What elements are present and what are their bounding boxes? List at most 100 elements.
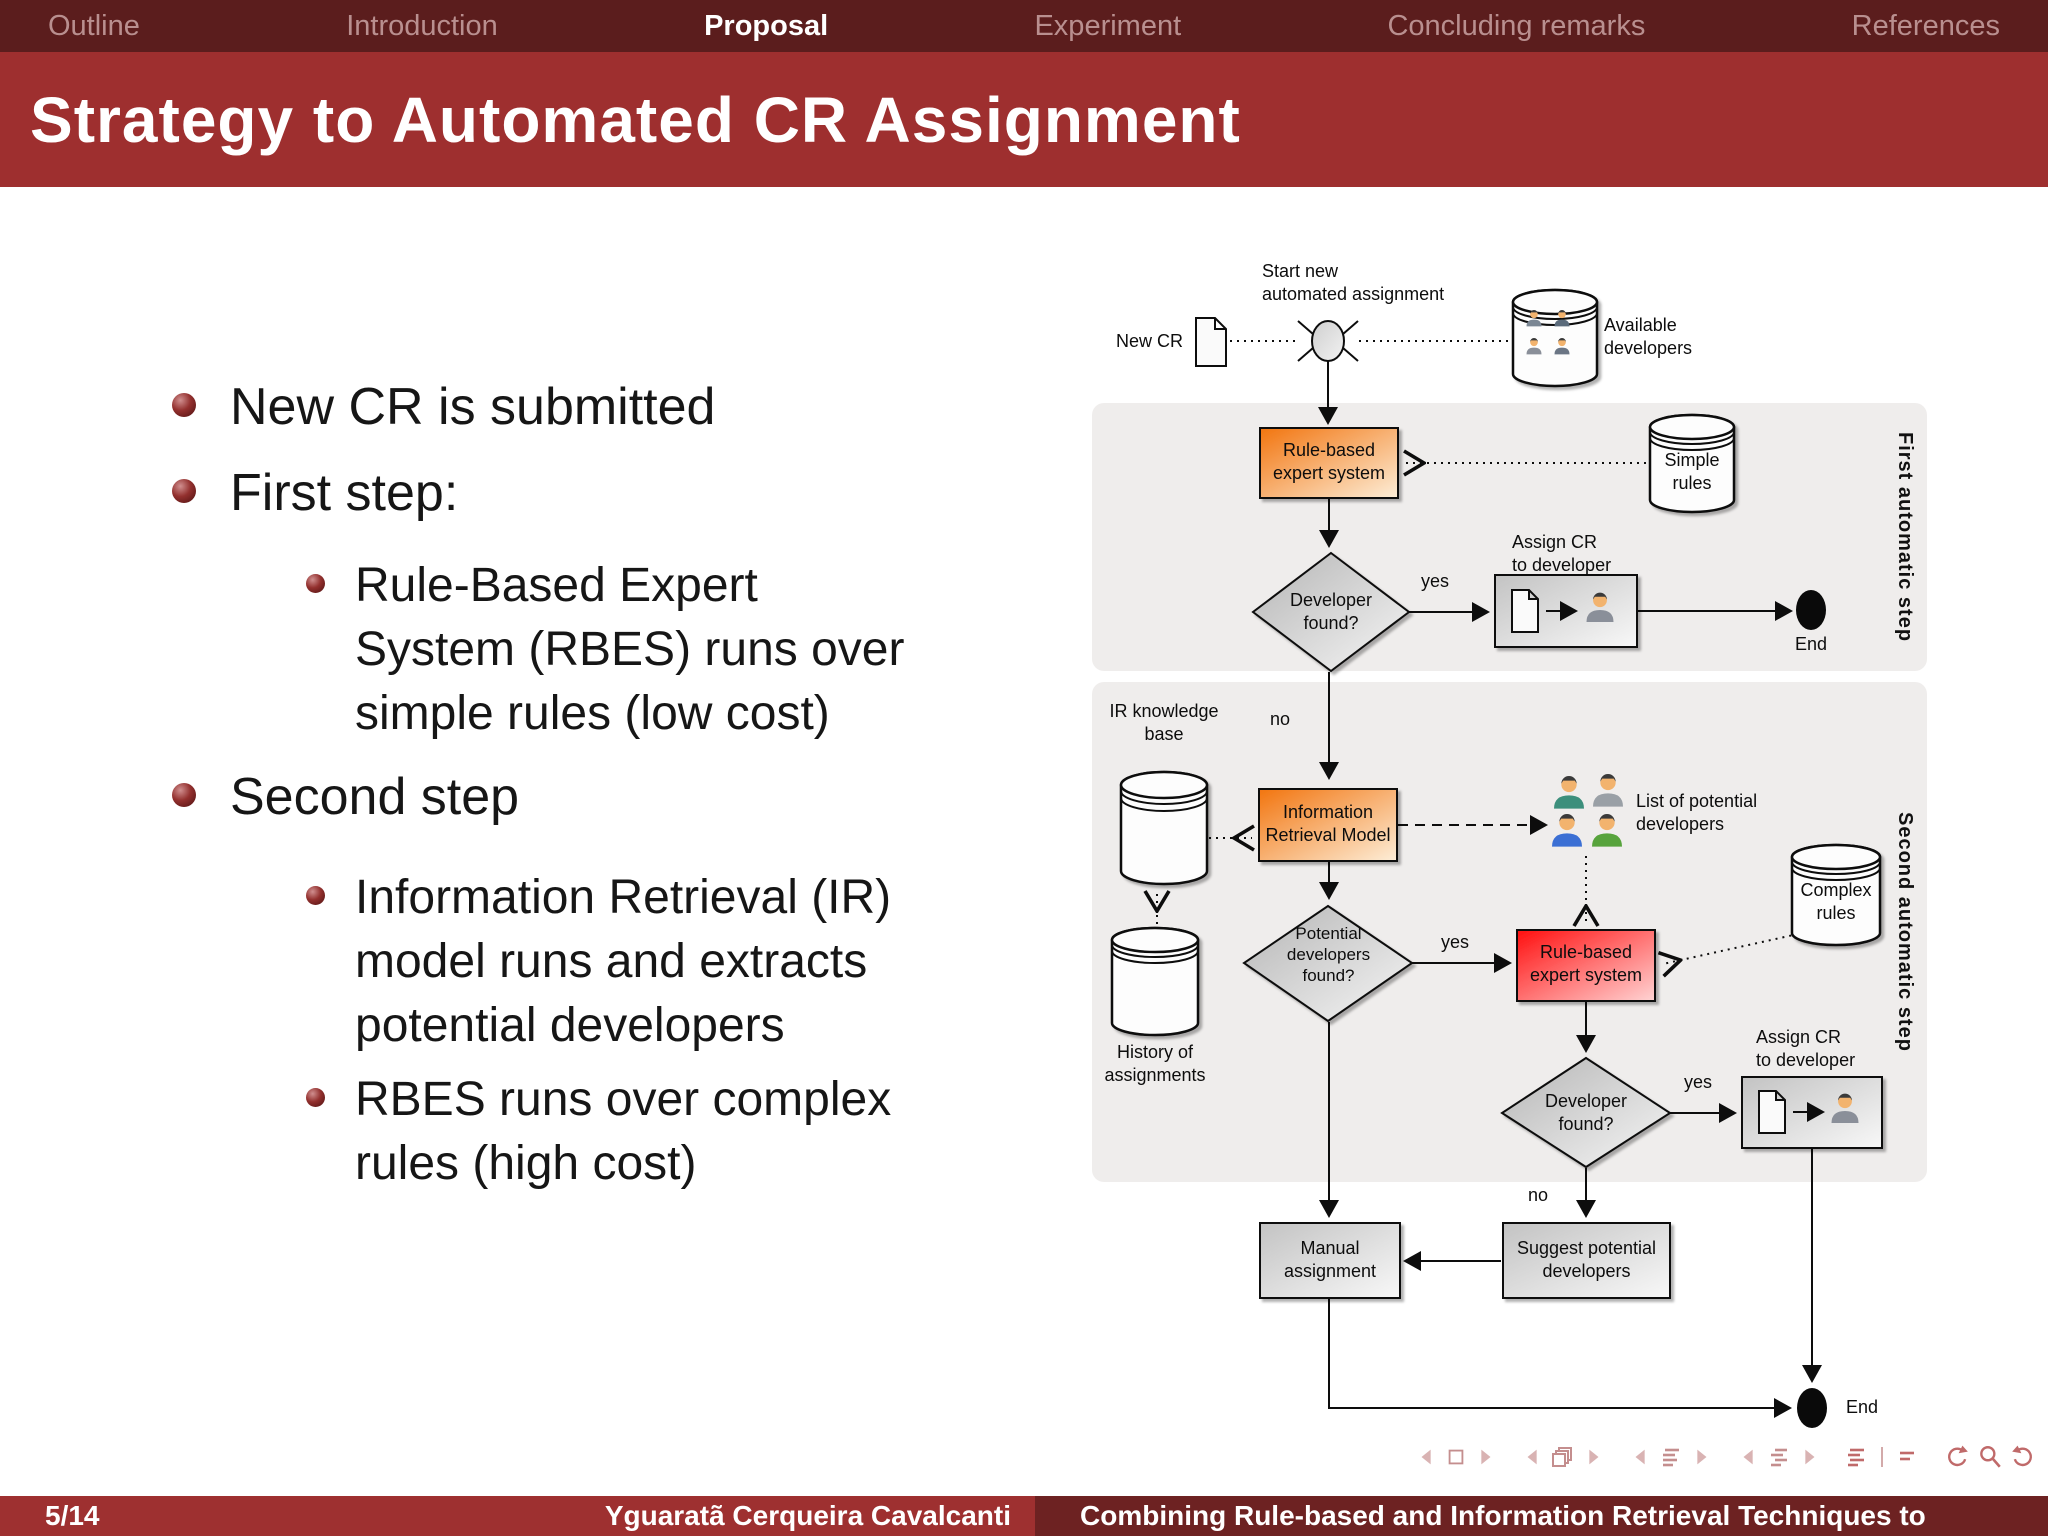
- beamer-navigation-symbols: [1390, 1444, 2036, 1470]
- nav-item-references[interactable]: References: [1851, 9, 2000, 42]
- prev-subsection-icon[interactable]: [1630, 1446, 1652, 1468]
- document-outline-icon[interactable]: [1846, 1445, 1870, 1469]
- next-section-icon[interactable]: [1798, 1446, 1820, 1468]
- assign-cr1-label: Assign CR to developer: [1512, 532, 1612, 575]
- start-node: [1311, 320, 1345, 362]
- slide-title: Strategy to Automated CR Assignment: [30, 83, 1241, 156]
- information-retrieval-model-node: [1258, 788, 1398, 862]
- manual-assignment-node: [1259, 1222, 1401, 1299]
- start-gateway-cross: [1297, 320, 1359, 362]
- available-developers-database-icon: [1511, 288, 1599, 388]
- bullet-subitem: Rule-Based Expert System (RBES) runs ove…: [306, 554, 904, 746]
- manual-assignment-label: Manual assignment: [1283, 1238, 1377, 1281]
- page-number: 5/14: [45, 1500, 100, 1531]
- footer-title-bar: Combining Rule-based and Information Ret…: [1035, 1496, 2048, 1536]
- new-cr-label: New CR: [1116, 331, 1184, 351]
- section-icon[interactable]: [1767, 1445, 1791, 1469]
- end1-label: End: [1794, 634, 1828, 654]
- complex-rules-database-icon: [1790, 843, 1882, 947]
- suggest-potential-developers-label: Suggest potential developers: [1516, 1238, 1657, 1281]
- yes-label: yes: [1421, 571, 1450, 591]
- nav-item-outline[interactable]: Outline: [48, 9, 140, 42]
- ir-knowledge-base-label: IR knowledge base: [1109, 701, 1219, 744]
- bullet-text: Information Retrieval (IR) model runs an…: [355, 871, 892, 1052]
- complex-rules-label: Complex rules: [1800, 880, 1872, 923]
- prev-slide-icon[interactable]: [1416, 1446, 1438, 1468]
- prev-frame-icon[interactable]: [1522, 1446, 1544, 1468]
- developer-found1-decision: [1251, 551, 1411, 673]
- footer-author: Yguaratã Cerqueira Cavalcanti: [604, 1500, 1011, 1531]
- bullet-ball-icon: [306, 574, 325, 593]
- bullet-item: New CR is submitted: [172, 378, 715, 436]
- bullet-subitem: Information Retrieval (IR) model runs an…: [306, 866, 891, 1058]
- frame-icon[interactable]: [1551, 1445, 1575, 1469]
- connector-manual-end2: [1328, 1298, 1792, 1418]
- first-automatic-step-label: First automatic step: [1894, 431, 1916, 643]
- slide-title-bar: Strategy to Automated CR Assignment: [0, 52, 2048, 187]
- bullet-text: Second step: [230, 768, 520, 826]
- next-frame-icon[interactable]: [1582, 1446, 1604, 1468]
- no-label: no: [1270, 709, 1291, 729]
- end-node-2: [1797, 1388, 1827, 1428]
- nav-item-introduction[interactable]: Introduction: [346, 9, 498, 42]
- developer-found1-label: Developer found?: [1289, 590, 1373, 633]
- potential-developers-found-decision: [1242, 904, 1414, 1023]
- connectors: [1157, 320, 1822, 1418]
- no-label: no: [1528, 1185, 1549, 1205]
- bullet-text: RBES runs over complex rules (high cost): [355, 1073, 892, 1190]
- forward-history-icon[interactable]: [2010, 1444, 2036, 1470]
- footer-author-bar: 5/14 Yguaratã Cerqueira Cavalcanti: [0, 1496, 1035, 1536]
- ir-knowledge-base-database-icon: [1119, 770, 1209, 886]
- new-cr-document-icon: [1195, 317, 1227, 367]
- simple-rules-database-icon: [1648, 413, 1736, 514]
- available-developers-label: Available developers: [1604, 315, 1693, 358]
- nav-item-concluding-remarks[interactable]: Concluding remarks: [1387, 9, 1646, 42]
- assign-cr2-label: Assign CR to developer: [1756, 1027, 1856, 1070]
- bullet-ball-icon: [172, 479, 196, 503]
- cr-document-icon: [1511, 589, 1539, 633]
- bullet-text: Rule-Based Expert System (RBES) runs ove…: [355, 559, 905, 740]
- developer-found2-decision: [1500, 1056, 1672, 1169]
- developer-found2-label: Developer found?: [1544, 1091, 1628, 1134]
- bullet-item: Second step: [172, 768, 519, 826]
- second-automatic-step-label: Second automatic step: [1894, 812, 1916, 1052]
- potential-developers-found-label: Potential developers found?: [1286, 924, 1371, 985]
- yes-label: yes: [1684, 1072, 1713, 1092]
- bullet-ball-icon: [172, 783, 196, 807]
- history-of-assignments-label: History of assignments: [1104, 1042, 1206, 1085]
- prev-section-icon[interactable]: [1738, 1446, 1760, 1468]
- simple-rules-label: Simple rules: [1664, 450, 1720, 493]
- footer-paper-title: Combining Rule-based and Information Ret…: [1080, 1500, 1926, 1531]
- information-retrieval-model-label: Information Retrieval Model: [1265, 802, 1391, 845]
- next-subsection-icon[interactable]: [1690, 1446, 1712, 1468]
- back-history-icon[interactable]: [1944, 1444, 1970, 1470]
- bullet-text: New CR is submitted: [230, 378, 716, 436]
- suggest-potential-developers-node: [1502, 1222, 1671, 1299]
- separator-icon: [1881, 1447, 1883, 1467]
- search-icon[interactable]: [1977, 1444, 2003, 1470]
- beamer-nav-bar: Outline Introduction Proposal Experiment…: [0, 0, 2048, 52]
- bullet-text: First step:: [230, 464, 459, 522]
- bullet-item: First step:: [172, 464, 458, 522]
- bullet-ball-icon: [306, 886, 325, 905]
- yes-label: yes: [1441, 932, 1470, 952]
- rbes2-node: [1516, 929, 1656, 1002]
- rbes1-label: Rule-based expert system: [1272, 440, 1386, 483]
- bullet-ball-icon: [306, 1088, 325, 1107]
- nav-item-proposal[interactable]: Proposal: [704, 9, 829, 42]
- subsection-icon[interactable]: [1659, 1445, 1683, 1469]
- rbes2-label: Rule-based expert system: [1529, 942, 1643, 985]
- end2-label: End: [1846, 1397, 1879, 1417]
- list-of-potential-developers-label: List of potential developers: [1636, 791, 1758, 834]
- nav-item-experiment[interactable]: Experiment: [1034, 9, 1182, 42]
- bullet-subitem: RBES runs over complex rules (high cost): [306, 1068, 891, 1196]
- next-slide-icon[interactable]: [1474, 1446, 1496, 1468]
- cr-assignment-flowchart: [1092, 288, 1927, 1428]
- cr-document-icon: [1758, 1090, 1786, 1134]
- start-label: Start new automated assignment: [1262, 261, 1445, 304]
- slide-icon[interactable]: [1445, 1446, 1467, 1468]
- appendix-icon[interactable]: [1894, 1445, 1918, 1469]
- bullet-ball-icon: [172, 393, 196, 417]
- end-node-1: [1796, 590, 1826, 630]
- history-of-assignments-database-icon: [1110, 926, 1200, 1037]
